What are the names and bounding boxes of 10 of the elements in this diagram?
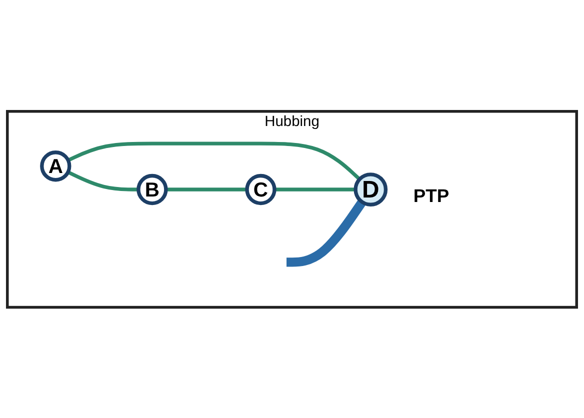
node-label: PTP bbox=[413, 186, 450, 206]
connector bbox=[67, 141, 361, 180]
node-circle: A bbox=[40, 150, 72, 182]
node-circle: D bbox=[354, 172, 388, 206]
node-circle: B bbox=[136, 174, 168, 205]
connector bbox=[166, 187, 247, 192]
node-circle: C bbox=[245, 174, 276, 205]
connector bbox=[286, 199, 366, 266]
connector bbox=[274, 187, 356, 192]
connector bbox=[67, 170, 138, 192]
